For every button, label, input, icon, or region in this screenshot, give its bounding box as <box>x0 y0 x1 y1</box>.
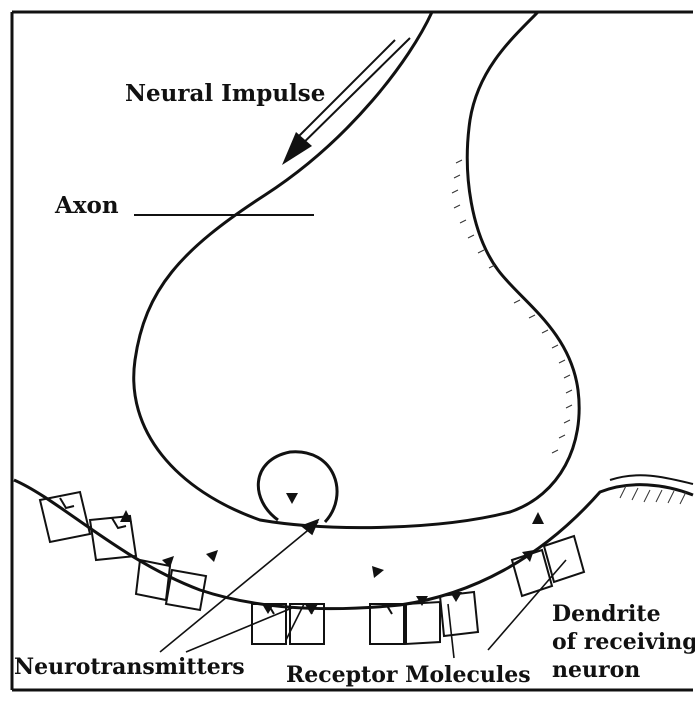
frame-border <box>12 12 693 690</box>
pointer-lines <box>160 520 566 658</box>
neurotransmitters-pointer-arrow <box>302 520 318 534</box>
impulse-arrow-head <box>282 132 312 165</box>
axon-label: Axon <box>55 194 119 217</box>
receptor-8 <box>406 602 440 644</box>
dendrite-label-line-1: Dendrite <box>552 600 695 628</box>
neurotransmitters-pointer-2 <box>186 608 292 652</box>
receptor-molecules-label: Receptor Molecules <box>286 664 531 686</box>
neural-impulse-label: Neural Impulse <box>125 82 325 105</box>
dendrite-label-line-3: neuron <box>552 656 695 684</box>
neurotransmitter <box>450 592 462 602</box>
neurotransmitter-in-vesicle <box>286 493 298 504</box>
dendrite-membrane-edge <box>610 475 693 484</box>
dendrite-membrane <box>14 480 693 609</box>
neurotransmitters-pointer-1 <box>160 522 318 652</box>
receptor-1 <box>40 492 90 542</box>
neurotransmitter <box>372 566 384 578</box>
neurotransmitter <box>206 550 218 562</box>
neurotransmitters-label: Neurotransmitters <box>14 656 245 678</box>
neurotransmitter <box>532 512 544 524</box>
synaptic-vesicle <box>258 452 337 522</box>
receptor-9 <box>440 592 478 636</box>
receptor-7 <box>370 604 404 644</box>
receptor-pointer-2 <box>448 604 454 658</box>
receptor-3 <box>136 560 170 600</box>
dendrite-label-line-2: of receiving <box>552 628 695 656</box>
dendrite-label: Dendrite of receiving neuron <box>552 600 695 684</box>
